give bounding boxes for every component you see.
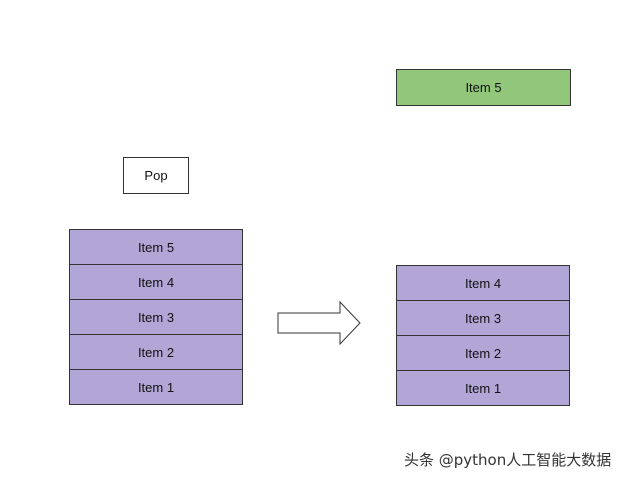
pop-operation-box: Pop	[123, 157, 189, 194]
popped-item: Item 5	[396, 69, 571, 106]
stack-before-item: Item 3	[69, 299, 243, 335]
popped-item-label: Item 5	[465, 80, 502, 95]
watermark: 头条 @python人工智能大数据	[404, 451, 612, 469]
stack-before-item: Item 2	[69, 334, 243, 370]
stack-after-item: Item 1	[396, 370, 570, 406]
stack-after-item: Item 2	[396, 335, 570, 371]
right-arrow-icon	[277, 300, 361, 346]
stack-before-item: Item 4	[69, 264, 243, 300]
stack-after-item: Item 3	[396, 300, 570, 336]
stack-before-item: Item 1	[69, 369, 243, 405]
stack-before-item: Item 5	[69, 229, 243, 265]
pop-label: Pop	[144, 168, 168, 183]
stack-after-item: Item 4	[396, 265, 570, 301]
